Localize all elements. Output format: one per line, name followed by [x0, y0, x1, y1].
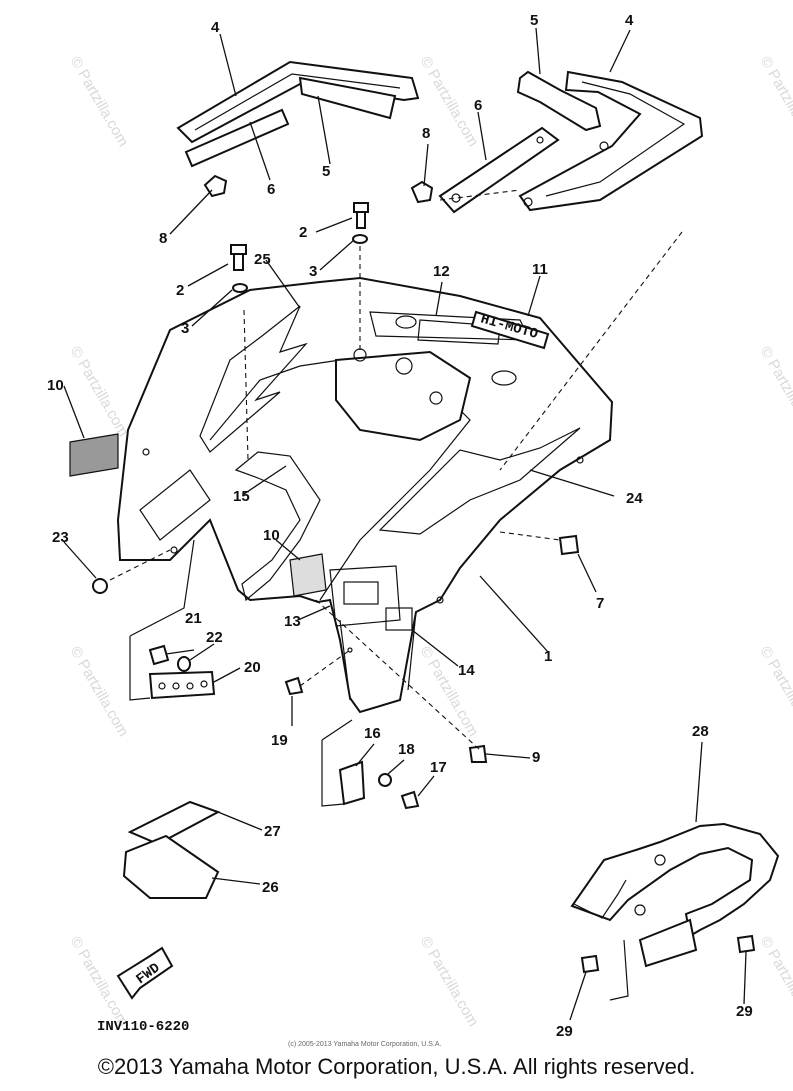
callouts: 4 5 4 6 8 5 6 8 2 3 2 3 25 12 11 10 24 1… — [47, 12, 753, 1040]
part-9-screw — [468, 744, 488, 763]
callout-16: 16 — [364, 725, 381, 742]
callout-4-right: 4 — [625, 12, 634, 29]
part-16-bracket — [338, 760, 366, 806]
part-7-screw — [558, 534, 580, 556]
part-20-bracket — [148, 670, 216, 700]
callout-13: 13 — [284, 613, 301, 630]
part-5-left-plate — [298, 76, 397, 120]
part-10-label-rear — [289, 553, 327, 597]
watermark-7: © Partzilla.com — [67, 644, 132, 740]
callout-7: 7 — [596, 595, 604, 612]
part-3-washer-b — [232, 283, 248, 293]
callout-2-top: 2 — [299, 224, 307, 241]
callout-2-left: 2 — [176, 282, 184, 299]
part-17-bolt — [400, 790, 420, 810]
callout-21: 21 — [185, 610, 202, 627]
part-2-bolt-b — [230, 244, 247, 271]
part-10-label-left — [69, 433, 119, 477]
callout-5-left: 5 — [322, 163, 330, 180]
part-8-left-nut — [203, 174, 228, 198]
callout-14: 14 — [458, 662, 475, 679]
watermark-6: © Partzilla.com — [757, 344, 793, 440]
part-4-left-bracket — [176, 60, 420, 144]
callout-5-right: 5 — [530, 12, 538, 29]
watermark-1: © Partzilla.com — [67, 54, 132, 150]
part-27-strap — [127, 800, 221, 846]
watermark-9: © Partzilla.com — [757, 644, 793, 740]
watermark-4: © Partzilla.com — [67, 344, 132, 440]
callout-28: 28 — [692, 723, 709, 740]
part-21-bolt — [148, 644, 170, 666]
callout-10-rear: 10 — [263, 527, 280, 544]
callout-20: 20 — [244, 659, 261, 676]
part-6-left-strip — [184, 108, 290, 168]
diagram-code: INV110-6220 — [97, 1019, 189, 1035]
part-3-washer-a — [352, 234, 368, 244]
callout-27: 27 — [264, 823, 281, 840]
callout-17: 17 — [430, 759, 447, 776]
part-2-bolt-a — [353, 202, 369, 229]
parts-diagram: © Partzilla.com © Partzilla.com © Partzi… — [47, 12, 793, 1048]
callout-29-right: 29 — [736, 1003, 753, 1020]
callout-6-right: 6 — [474, 97, 482, 114]
callout-6-left: 6 — [267, 181, 275, 198]
watermark-3: © Partzilla.com — [757, 54, 793, 150]
part-28-grab-bar — [570, 822, 780, 968]
callout-26: 26 — [262, 879, 279, 896]
callout-24: 24 — [626, 490, 643, 507]
part-29-bolt-right — [736, 934, 756, 954]
part-18-nut — [378, 773, 392, 787]
part-8-right-nut — [410, 180, 434, 204]
callout-18: 18 — [398, 741, 415, 758]
callout-11: 11 — [532, 261, 548, 278]
watermark-12: © Partzilla.com — [757, 934, 793, 1030]
small-copyright: (c) 2005-2013 Yamaha Motor Corporation, … — [288, 1041, 441, 1048]
callout-23: 23 — [52, 529, 69, 546]
leader-lines — [63, 27, 747, 1021]
callout-9: 9 — [532, 749, 540, 766]
right-bracket-hole — [523, 197, 533, 207]
callout-12: 12 — [433, 263, 450, 280]
part-1-rear-fender — [116, 276, 614, 714]
callout-3-top: 3 — [309, 263, 317, 280]
part-23-screw — [92, 578, 108, 594]
copyright-notice: ©2013 Yamaha Motor Corporation, U.S.A. A… — [97, 1054, 696, 1079]
callout-8-right: 8 — [422, 125, 430, 142]
callout-25: 25 — [254, 251, 271, 268]
callout-10-left: 10 — [47, 377, 64, 394]
callout-19: 19 — [271, 732, 288, 749]
fwd-arrow-icon: FWD — [116, 946, 174, 1000]
part-5-right-plate — [516, 70, 602, 132]
callout-3-left: 3 — [181, 320, 189, 337]
watermark-11: © Partzilla.com — [417, 934, 482, 1030]
callout-8-left: 8 — [159, 230, 167, 247]
part-29-bolt-left — [580, 954, 600, 974]
watermark-8: © Partzilla.com — [417, 644, 482, 740]
part-26-flap — [122, 834, 220, 899]
callout-4-left: 4 — [211, 19, 220, 36]
part-22-washer — [177, 656, 191, 672]
part-4-right-bracket — [518, 70, 704, 212]
callout-1: 1 — [544, 648, 552, 665]
callout-22: 22 — [206, 629, 223, 646]
part-19-screw — [284, 676, 304, 696]
callout-15: 15 — [233, 488, 250, 505]
callout-29-left: 29 — [556, 1023, 573, 1040]
